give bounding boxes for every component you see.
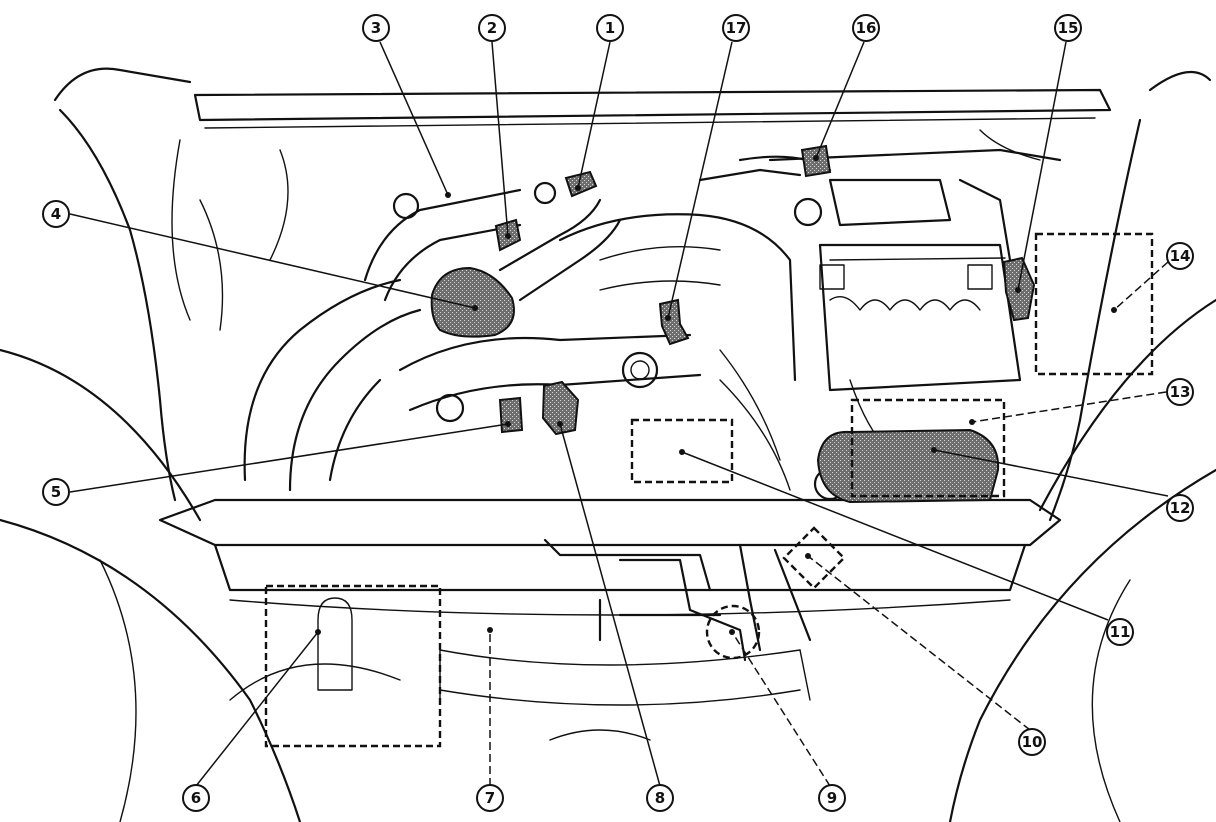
region-6 <box>264 584 442 748</box>
callout-9: 9 <box>818 784 846 812</box>
callout-12: 12 <box>1166 494 1194 522</box>
callout-6: 6 <box>182 784 210 812</box>
callout-13-label: 13 <box>1170 383 1191 401</box>
callout-16: 16 <box>852 14 880 42</box>
callout-4-label: 4 <box>51 205 61 223</box>
callout-1-label: 1 <box>605 19 615 37</box>
leader-lines <box>69 41 1169 787</box>
callout-3-label: 3 <box>371 19 381 37</box>
callout-14: 14 <box>1166 242 1194 270</box>
region-11 <box>630 418 734 484</box>
component-8 <box>541 380 580 436</box>
dashed-regions <box>264 232 1154 748</box>
callout-10-label: 10 <box>1022 733 1043 751</box>
pointer-dots <box>315 155 1117 635</box>
callout-17-label: 17 <box>726 19 747 37</box>
component-17 <box>658 298 690 346</box>
region-12-13 <box>850 398 1006 498</box>
engine-line-art <box>0 67 1216 822</box>
callout-10: 10 <box>1018 728 1046 756</box>
callout-6-label: 6 <box>191 789 201 807</box>
component-12 <box>816 428 1000 504</box>
callout-15: 15 <box>1054 14 1082 42</box>
region-10 <box>782 526 846 590</box>
callout-11: 11 <box>1106 618 1134 646</box>
callout-8-label: 8 <box>655 789 665 807</box>
region-14 <box>1034 232 1154 376</box>
component-4 <box>430 266 515 338</box>
component-1 <box>564 170 598 198</box>
callout-4: 4 <box>42 200 70 228</box>
callout-11-label: 11 <box>1110 623 1131 641</box>
callout-2-label: 2 <box>487 19 497 37</box>
callout-2: 2 <box>478 14 506 42</box>
component-5 <box>498 396 524 434</box>
callout-8: 8 <box>646 784 674 812</box>
callout-17: 17 <box>722 14 750 42</box>
callout-15-label: 15 <box>1058 19 1079 37</box>
callout-12-label: 12 <box>1170 499 1191 517</box>
callout-1: 1 <box>596 14 624 42</box>
callout-5: 5 <box>42 478 70 506</box>
callout-14-label: 14 <box>1170 247 1191 265</box>
callout-5-label: 5 <box>51 483 61 501</box>
callout-13: 13 <box>1166 378 1194 406</box>
callout-16-label: 16 <box>856 19 877 37</box>
callout-7-label: 7 <box>485 789 495 807</box>
callout-3: 3 <box>362 14 390 42</box>
region-9 <box>705 604 761 660</box>
callout-7: 7 <box>476 784 504 812</box>
highlighted-components <box>430 144 1036 504</box>
callout-9-label: 9 <box>827 789 837 807</box>
